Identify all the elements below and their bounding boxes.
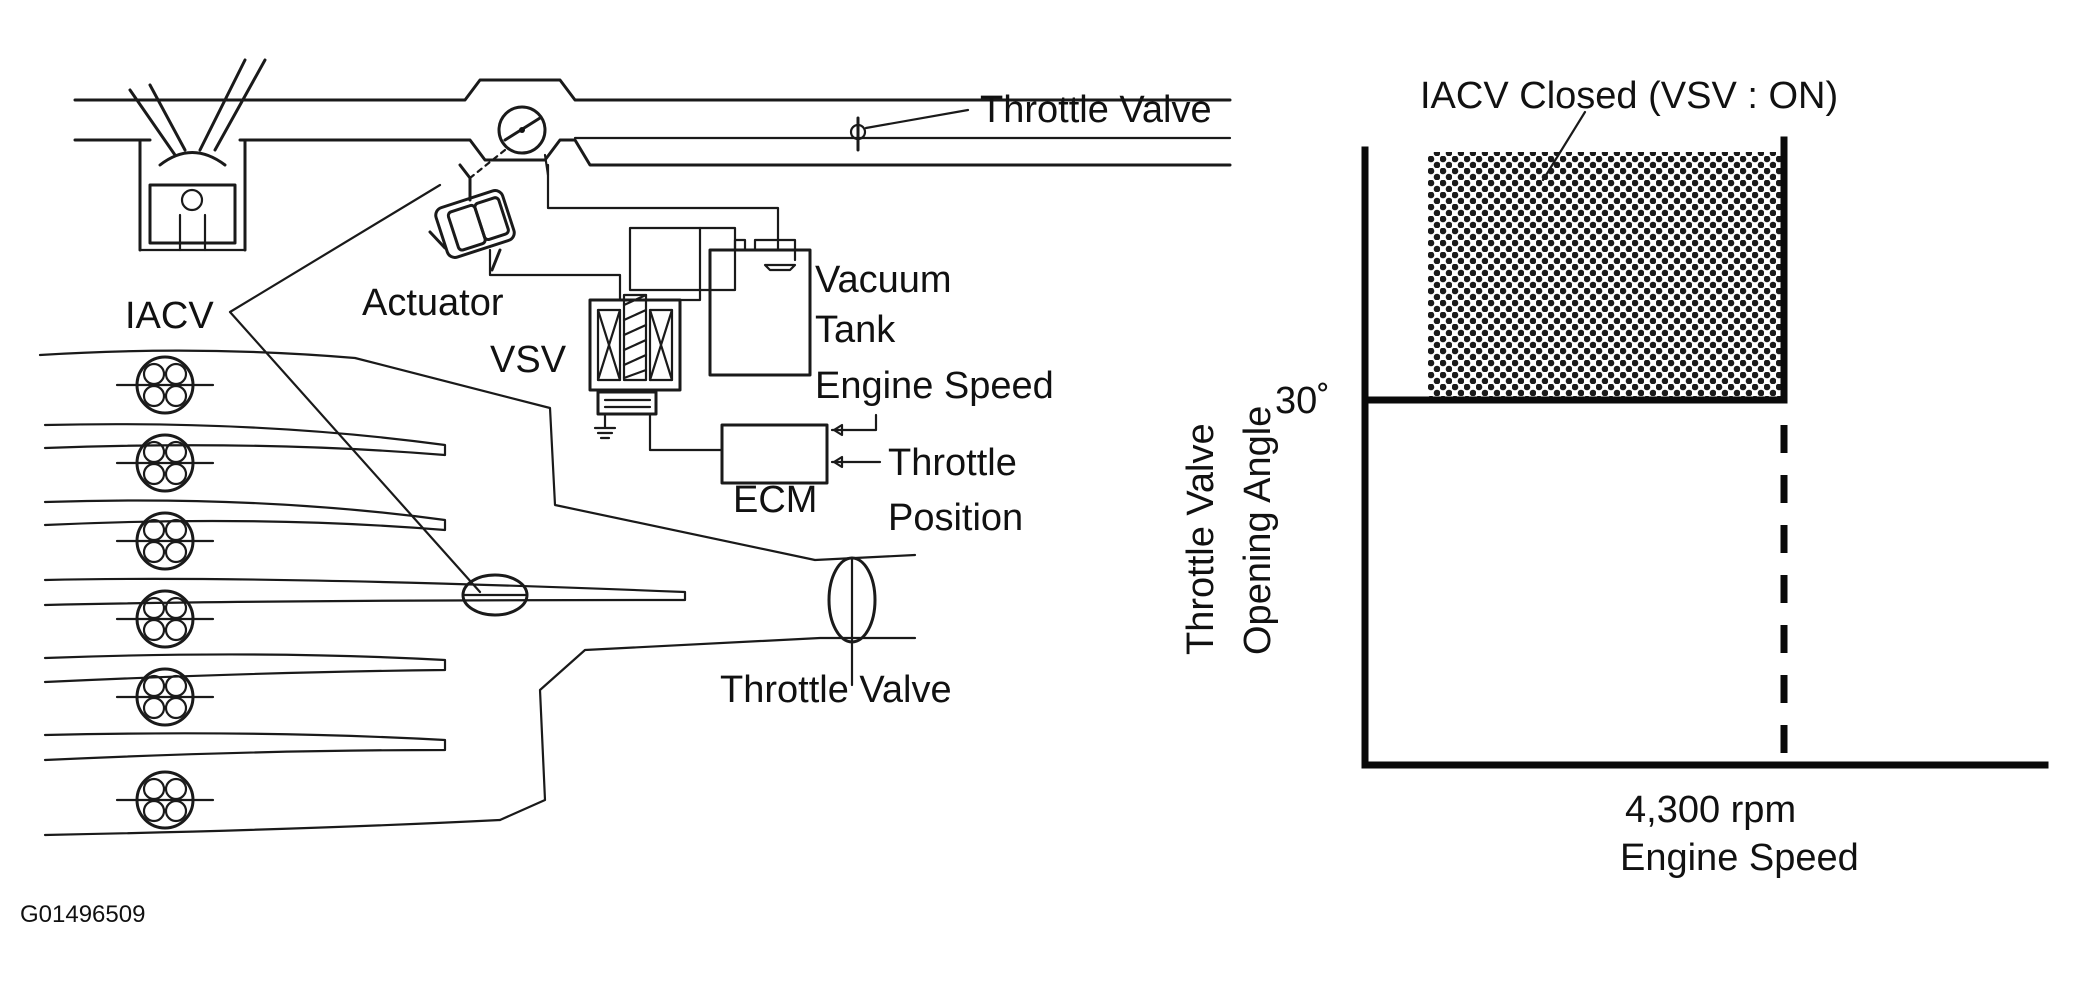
x-axis-label: Engine Speed <box>1620 837 1859 879</box>
iacv-closed-region <box>1428 152 1784 400</box>
label-engine-speed-input: Engine Speed <box>815 365 1054 407</box>
engine-cylinder <box>128 58 267 252</box>
vacuum-line <box>546 163 780 252</box>
y-axis-label-line2: Opening Angle <box>1237 406 1279 655</box>
label-tank: Tank <box>815 309 896 351</box>
system-diagram: Throttle Valve IACV Actuator VSV Vacuum … <box>38 58 1232 837</box>
label-ecm: ECM <box>733 479 817 521</box>
label-vsv: VSV <box>490 339 567 381</box>
label-throttle: Throttle <box>888 442 1017 484</box>
iacv-valve-upper <box>468 105 550 180</box>
vsv <box>588 226 737 440</box>
opening-angle-graph: IACV Closed (VSV : ON) 30˚ 4,300 rpm Eng… <box>1180 75 2049 879</box>
throttle-valve-upper <box>849 108 970 152</box>
actuator <box>428 163 516 272</box>
label-actuator: Actuator <box>362 282 504 324</box>
label-position: Position <box>888 497 1023 539</box>
x-tick-4300: 4,300 rpm <box>1625 789 1796 831</box>
label-throttle-valve-top: Throttle Valve <box>980 89 1212 131</box>
label-throttle-valve-bottom: Throttle Valve <box>720 669 952 711</box>
intake-duct <box>73 78 1232 167</box>
figure-id: G01496509 <box>20 901 145 928</box>
y-axis-label-line1: Throttle Valve <box>1180 423 1222 655</box>
iacv-leader <box>228 183 482 594</box>
region-label: IACV Closed (VSV : ON) <box>1420 75 1838 117</box>
label-iacv: IACV <box>125 295 214 337</box>
vacuum-tank <box>708 238 812 377</box>
intake-manifold <box>38 349 917 837</box>
ecm <box>648 412 882 485</box>
region-leader <box>1541 110 1587 182</box>
cylinder-ports <box>115 355 215 830</box>
y-tick-30: 30˚ <box>1275 380 1330 422</box>
label-vacuum: Vacuum <box>815 259 952 301</box>
